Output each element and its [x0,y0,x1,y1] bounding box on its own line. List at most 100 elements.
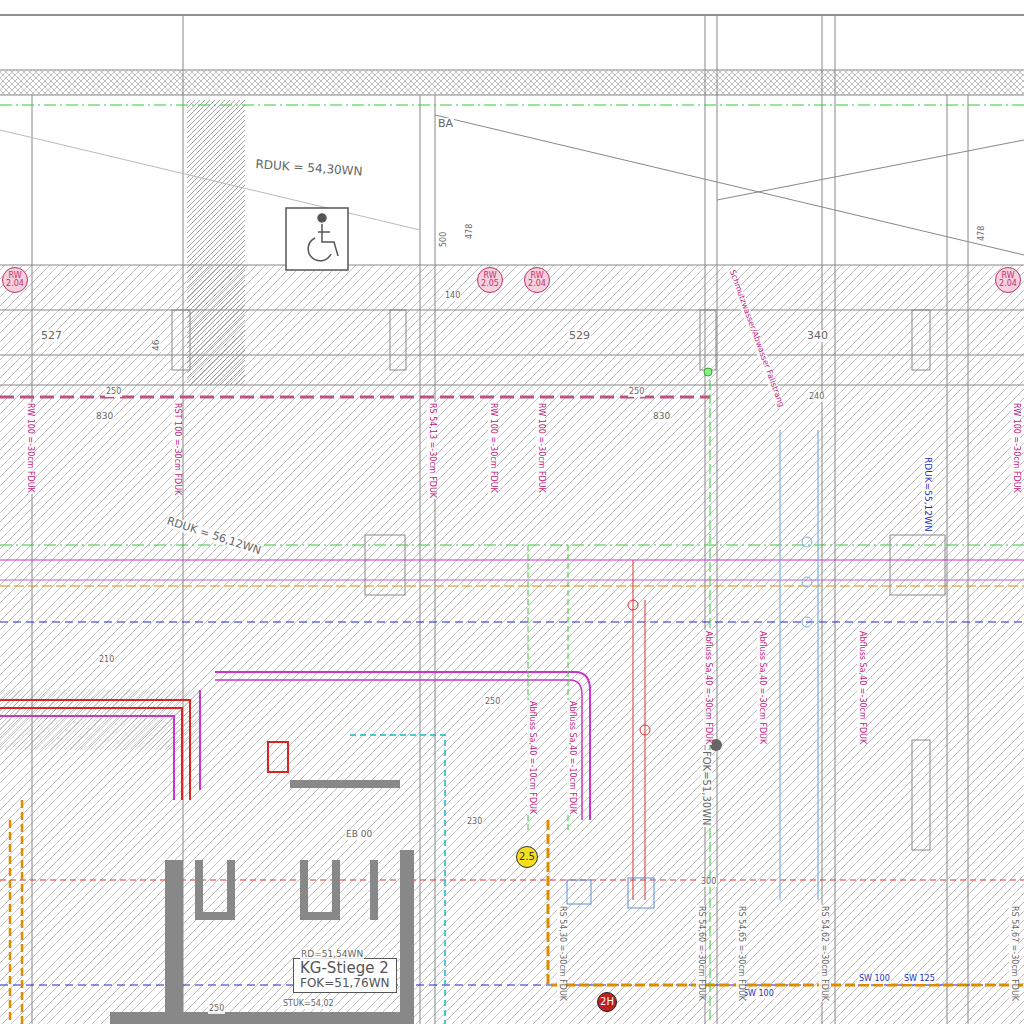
service-lines-part [0,708,182,800]
dimension: 340 [806,330,829,342]
service-lines-part [268,742,288,772]
service-lines-part [802,617,812,627]
stair-walls-part [195,860,203,920]
stair-walls-part [110,1012,410,1024]
marker-text: 2.5 [519,852,535,863]
dimension: 230 [466,818,483,827]
plan-note: RW 100 =-30cm FDUK [488,402,497,494]
dimension: 140 [444,292,461,301]
plan-note: Abfluss Sa,40 =-30cm FDUK [757,630,766,745]
plan-note: RS 54,67 =-30cm FDUK [1009,905,1018,1002]
service-lines-part [633,560,645,900]
plan-note: RW 100 =-30cm FDUK [25,402,34,494]
marker-text: 2H [600,997,614,1008]
dimension: 300 [700,878,717,887]
grid-lines-part [717,140,1024,200]
grid-lines-part [0,385,1024,386]
grid-lines-part [717,15,718,1024]
marker-text: RW 2.04 [996,272,1020,289]
marker-text: RW 2.04 [3,272,27,289]
service-lines-part [0,880,1024,881]
service-lines-part [802,577,812,587]
wheelchair-symbol-part [286,208,348,270]
stair-walls-part [227,860,235,920]
service-lines-part [0,580,1024,581]
dimension: 500 [440,231,449,248]
service-lines-part [780,430,818,900]
plan-note: RS 54,30 =-30cm FDUK [557,905,566,1002]
grid-lines-part [435,115,1024,255]
grid-lines-part [0,265,1024,266]
grid-marker-circle: RW 2.04 [524,267,550,293]
service-lines [0,105,1024,1024]
grid-marker-circle: 2.5 [516,846,538,868]
stair-box: KG-Stiege 2FOK=51,76WN [293,958,397,993]
service-lines-part [199,690,201,790]
grid-lines-part [0,310,1024,311]
plan-note: RDUK=55,12WN [922,456,932,533]
dimension: 46 [152,339,162,352]
dimension: 527 [40,330,63,342]
plan-note: SW 100 [858,975,891,984]
service-lines-part [640,725,650,735]
grid-lines-part [390,310,406,370]
grid-lines-part [172,310,190,370]
stair-walls [110,780,414,1024]
service-lines-part [528,545,568,830]
plan-note: RS 54,60 =-30cm FDUK [696,905,705,1002]
marker-text: RW 2.05 [478,272,502,289]
service-lines-part [548,820,1024,985]
service-lines-part [0,545,1024,546]
grid-lines-part [0,15,1024,16]
grid-marker-circle: RW 2.04 [2,267,28,293]
plan-note: Abfluss Sa,40 =-10cm FDUK [527,700,536,815]
wheelchair-symbol-part [308,238,331,261]
dimension: 250 [105,388,122,397]
plan-note: FOK=51,30WN [701,750,712,827]
floor-level: FOK=51,76WN [300,977,389,990]
grid-lines-part [822,15,823,1024]
grid-lines-part [0,130,420,230]
stair-walls-part [300,860,308,920]
stair-walls-part [370,860,378,920]
service-lines-part [628,600,638,610]
service-lines-part [215,680,582,820]
stair-walls-part [165,860,183,1024]
marker-text: RW 2.04 [525,272,549,289]
dimension: 830 [652,412,671,422]
stair-walls-part [332,860,340,920]
plan-note: SW 125 [903,975,936,984]
service-lines-part [0,622,1024,623]
plan-note: RS 54,62 =-30cm FDUK [819,905,828,1002]
dimension: 240 [808,393,825,402]
plan-note: RST 100 =-30cm FDUK [172,402,181,496]
service-lines-part [802,537,812,547]
plan-note: STUK=54,02 [282,1000,335,1009]
service-lines-part [704,368,712,376]
stair-walls-part [400,850,414,1024]
service-lines-part [0,985,1024,986]
wheelchair-symbol-part [318,224,338,256]
dimension: 478 [466,223,475,240]
grid-lines-part [700,310,716,370]
hatch-areas [0,70,1024,1024]
service-lines-part [0,700,190,800]
hatch-areas-part [0,265,1024,1024]
grid-marker-circle: 2H [597,992,617,1012]
service-lines-part [567,880,591,904]
service-lines-part [215,672,590,820]
grid-lines-part [0,95,1024,96]
dimension: 478 [978,225,987,242]
dimension: 250 [484,698,501,707]
dimension: 830 [95,412,114,422]
service-lines-part [10,800,22,1024]
hatch-areas-part [0,70,1024,95]
grid-lines-part [912,310,930,370]
plan-note: BA [437,118,454,130]
plan-note: RS 54,13 =-30cm FDUK [427,402,436,499]
service-lines-part [0,105,1024,106]
dimension: 210 [98,656,115,665]
grid-lines-part [835,15,836,1024]
